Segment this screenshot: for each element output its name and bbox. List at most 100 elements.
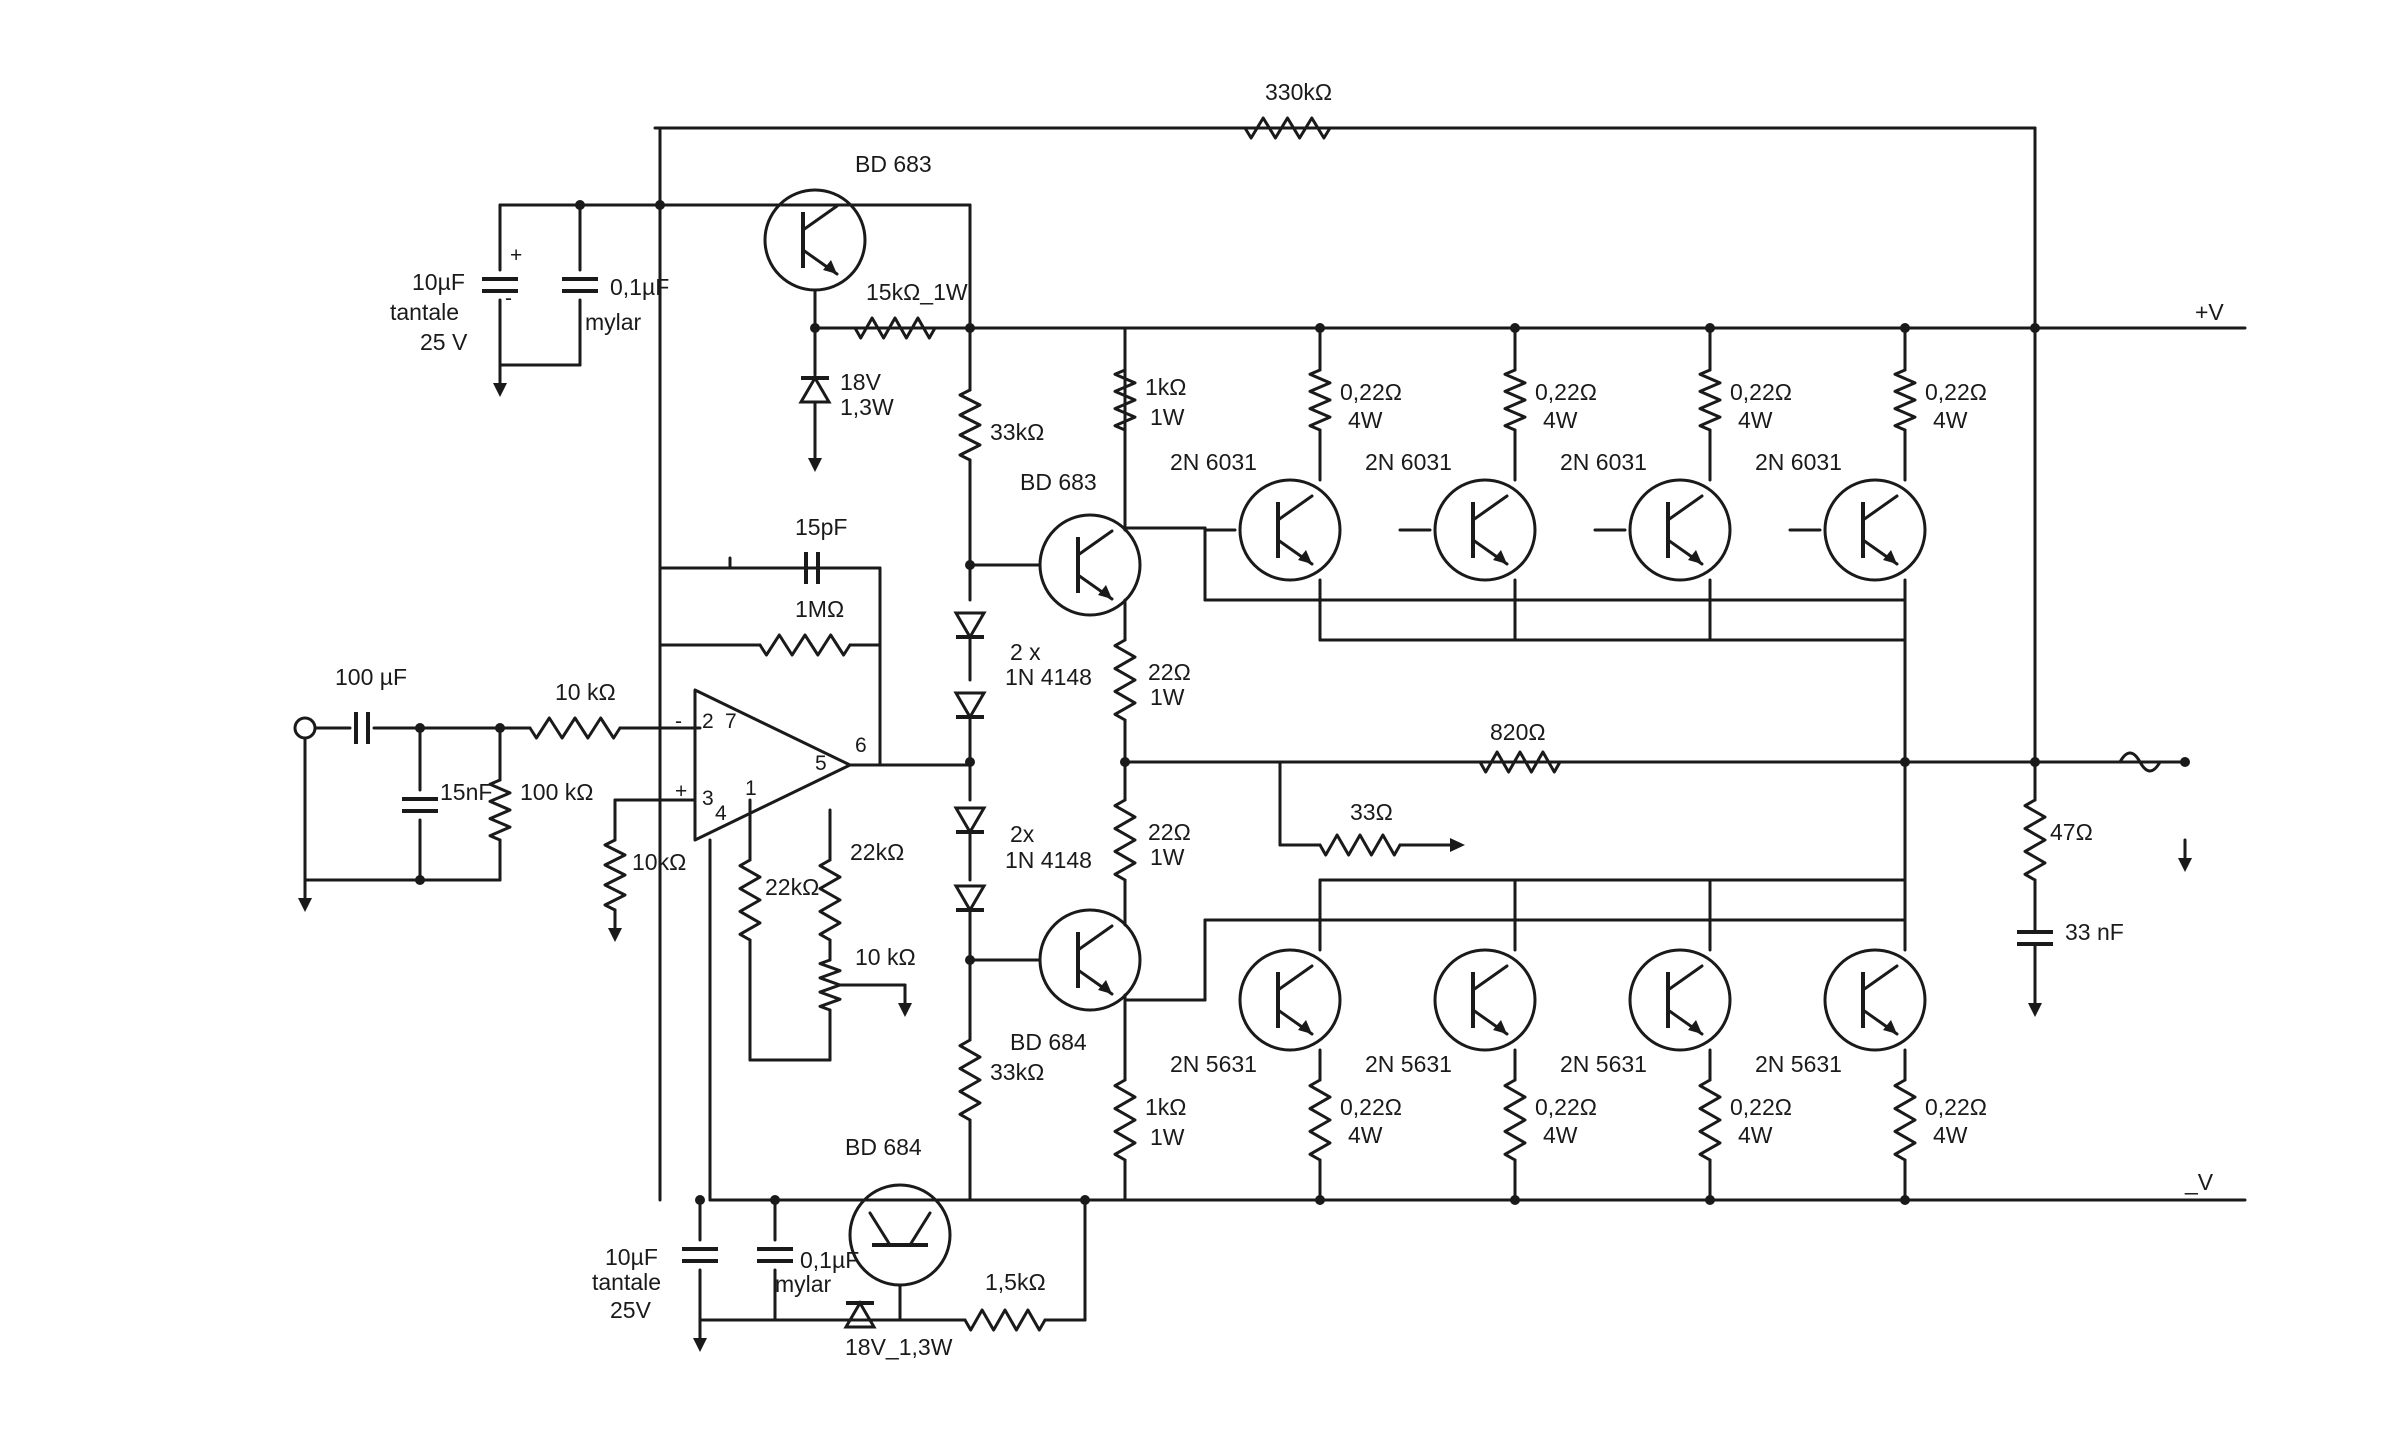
ground-arrow-icon [693,1318,707,1352]
diode-body [953,691,987,720]
transistor-lower-2 [1628,948,1732,1052]
ground-arrow-icon [2028,983,2042,1017]
ground-arrow-head [608,928,622,942]
emitter-arrow [1883,550,1897,564]
junction-dot [1900,757,1910,767]
component-label: BD 684 [845,1134,922,1160]
component-label: 15pF [795,514,847,540]
junction-dot [770,1195,780,1205]
ground-arrow-head [298,898,312,912]
transistor-label: 2N 6031 [1170,449,1257,475]
resistor-100k [488,778,512,842]
emitter-arrow [1098,980,1112,994]
junction-dot [1705,323,1715,333]
transistor-upper-1 [1433,478,1537,582]
component-label: 33kΩ [990,419,1044,445]
transistor-collector [1076,529,1114,557]
pin-label: 6 [855,734,867,757]
diode-body [843,1300,877,1329]
junction-dot [1315,1195,1325,1205]
resistor-value: 0,22Ω [1925,1094,1987,1120]
emitter-arrow [1688,550,1702,564]
resistor-wattage: 4W [1543,1122,1578,1148]
zener-top-icon [798,375,832,404]
transistor-collector [1861,964,1899,992]
transistor-circle [1038,908,1142,1012]
diode-body [953,611,987,640]
potentiometer-10k [818,958,842,1012]
component-label: 10µF [412,269,465,295]
junction-dot [965,560,975,570]
transistor-collector [1471,964,1509,992]
opamp-icon [693,688,852,842]
transistor-collector [1276,964,1314,992]
transistor-collector [1471,494,1509,522]
junction-dot [1080,1195,1090,1205]
transistor-circle [1628,478,1732,582]
resistor-value: 0,22Ω [1535,1094,1597,1120]
junction-dot [655,200,665,210]
transistor-label: 2N 5631 [1170,1051,1257,1077]
resistor-10k-in [528,716,622,740]
component-label: 18V [840,369,882,395]
emitter-arrow [1298,550,1312,564]
component-label: 2x [1010,821,1035,847]
transistor-lower-1 [1433,948,1537,1052]
resistor-value: 0,22Ω [1340,379,1402,405]
junction-dot [1315,323,1325,333]
resistor-22-top [1113,638,1137,722]
component-label: 1N 4148 [1005,664,1092,690]
junction-dot [1900,323,1910,333]
output-ground-arrow-icon [2178,838,2192,872]
resistor-wattage: 4W [1348,407,1383,433]
capacitor-100u [354,712,370,744]
transistor-label: 2N 6031 [1365,449,1452,475]
diode-body [798,375,832,404]
transistor-label: 2N 6031 [1755,449,1842,475]
ground-arrow-icon [808,438,822,472]
junction-dot [1120,757,1130,767]
junction-dot [495,723,505,733]
junction-dot [1900,1195,1910,1205]
resistor-22k-b [818,858,842,942]
component-label: 100 µF [335,664,407,690]
transistor-label: 2N 5631 [1560,1051,1647,1077]
capacitor-15p [804,552,820,584]
resistor-1k-bot [1113,1078,1137,1162]
component-label: 1MΩ [795,596,844,622]
transistor-circle [1433,948,1537,1052]
component-label: mylar [585,309,642,335]
resistor-upper-3 [1893,368,1917,432]
junction-dot [965,955,975,965]
transistor-collector [1666,494,1704,522]
component-label: 1W [1150,404,1185,430]
input-jack-icon [293,716,317,740]
transistor-circle [848,1183,952,1287]
resistor-33k-bot [958,1038,982,1122]
transistor-upper-2 [1628,478,1732,582]
resistor-value: 0,22Ω [1730,1094,1792,1120]
pin-label: + [510,244,522,267]
emitter-arrow [1883,1020,1897,1034]
resistor-15k [853,316,937,340]
transistor-collector [801,204,839,232]
component-label: BD 683 [855,151,932,177]
component-label: 1kΩ [1145,374,1187,400]
resistor-47 [2023,798,2047,882]
resistor-value: 0,22Ω [1730,379,1792,405]
component-label: tantale [592,1269,661,1295]
transistor-lower-0 [1238,948,1342,1052]
component-label: 10µF [605,1244,658,1270]
resistor-wattage: 4W [1933,1122,1968,1148]
capacitor-10u-top [482,277,518,293]
component-label: +V [2195,299,2224,325]
diode-body [953,884,987,913]
component-label: 1W [1150,1124,1185,1150]
ground-arrow-icon [898,983,912,1017]
diode-1 [953,611,987,640]
transistor-bd683-top [763,188,867,292]
transistor-collector [868,1211,892,1247]
component-label: 18V_1,3W [845,1334,953,1360]
emitter-arrow [1493,550,1507,564]
component-label: 22kΩ [850,839,904,865]
